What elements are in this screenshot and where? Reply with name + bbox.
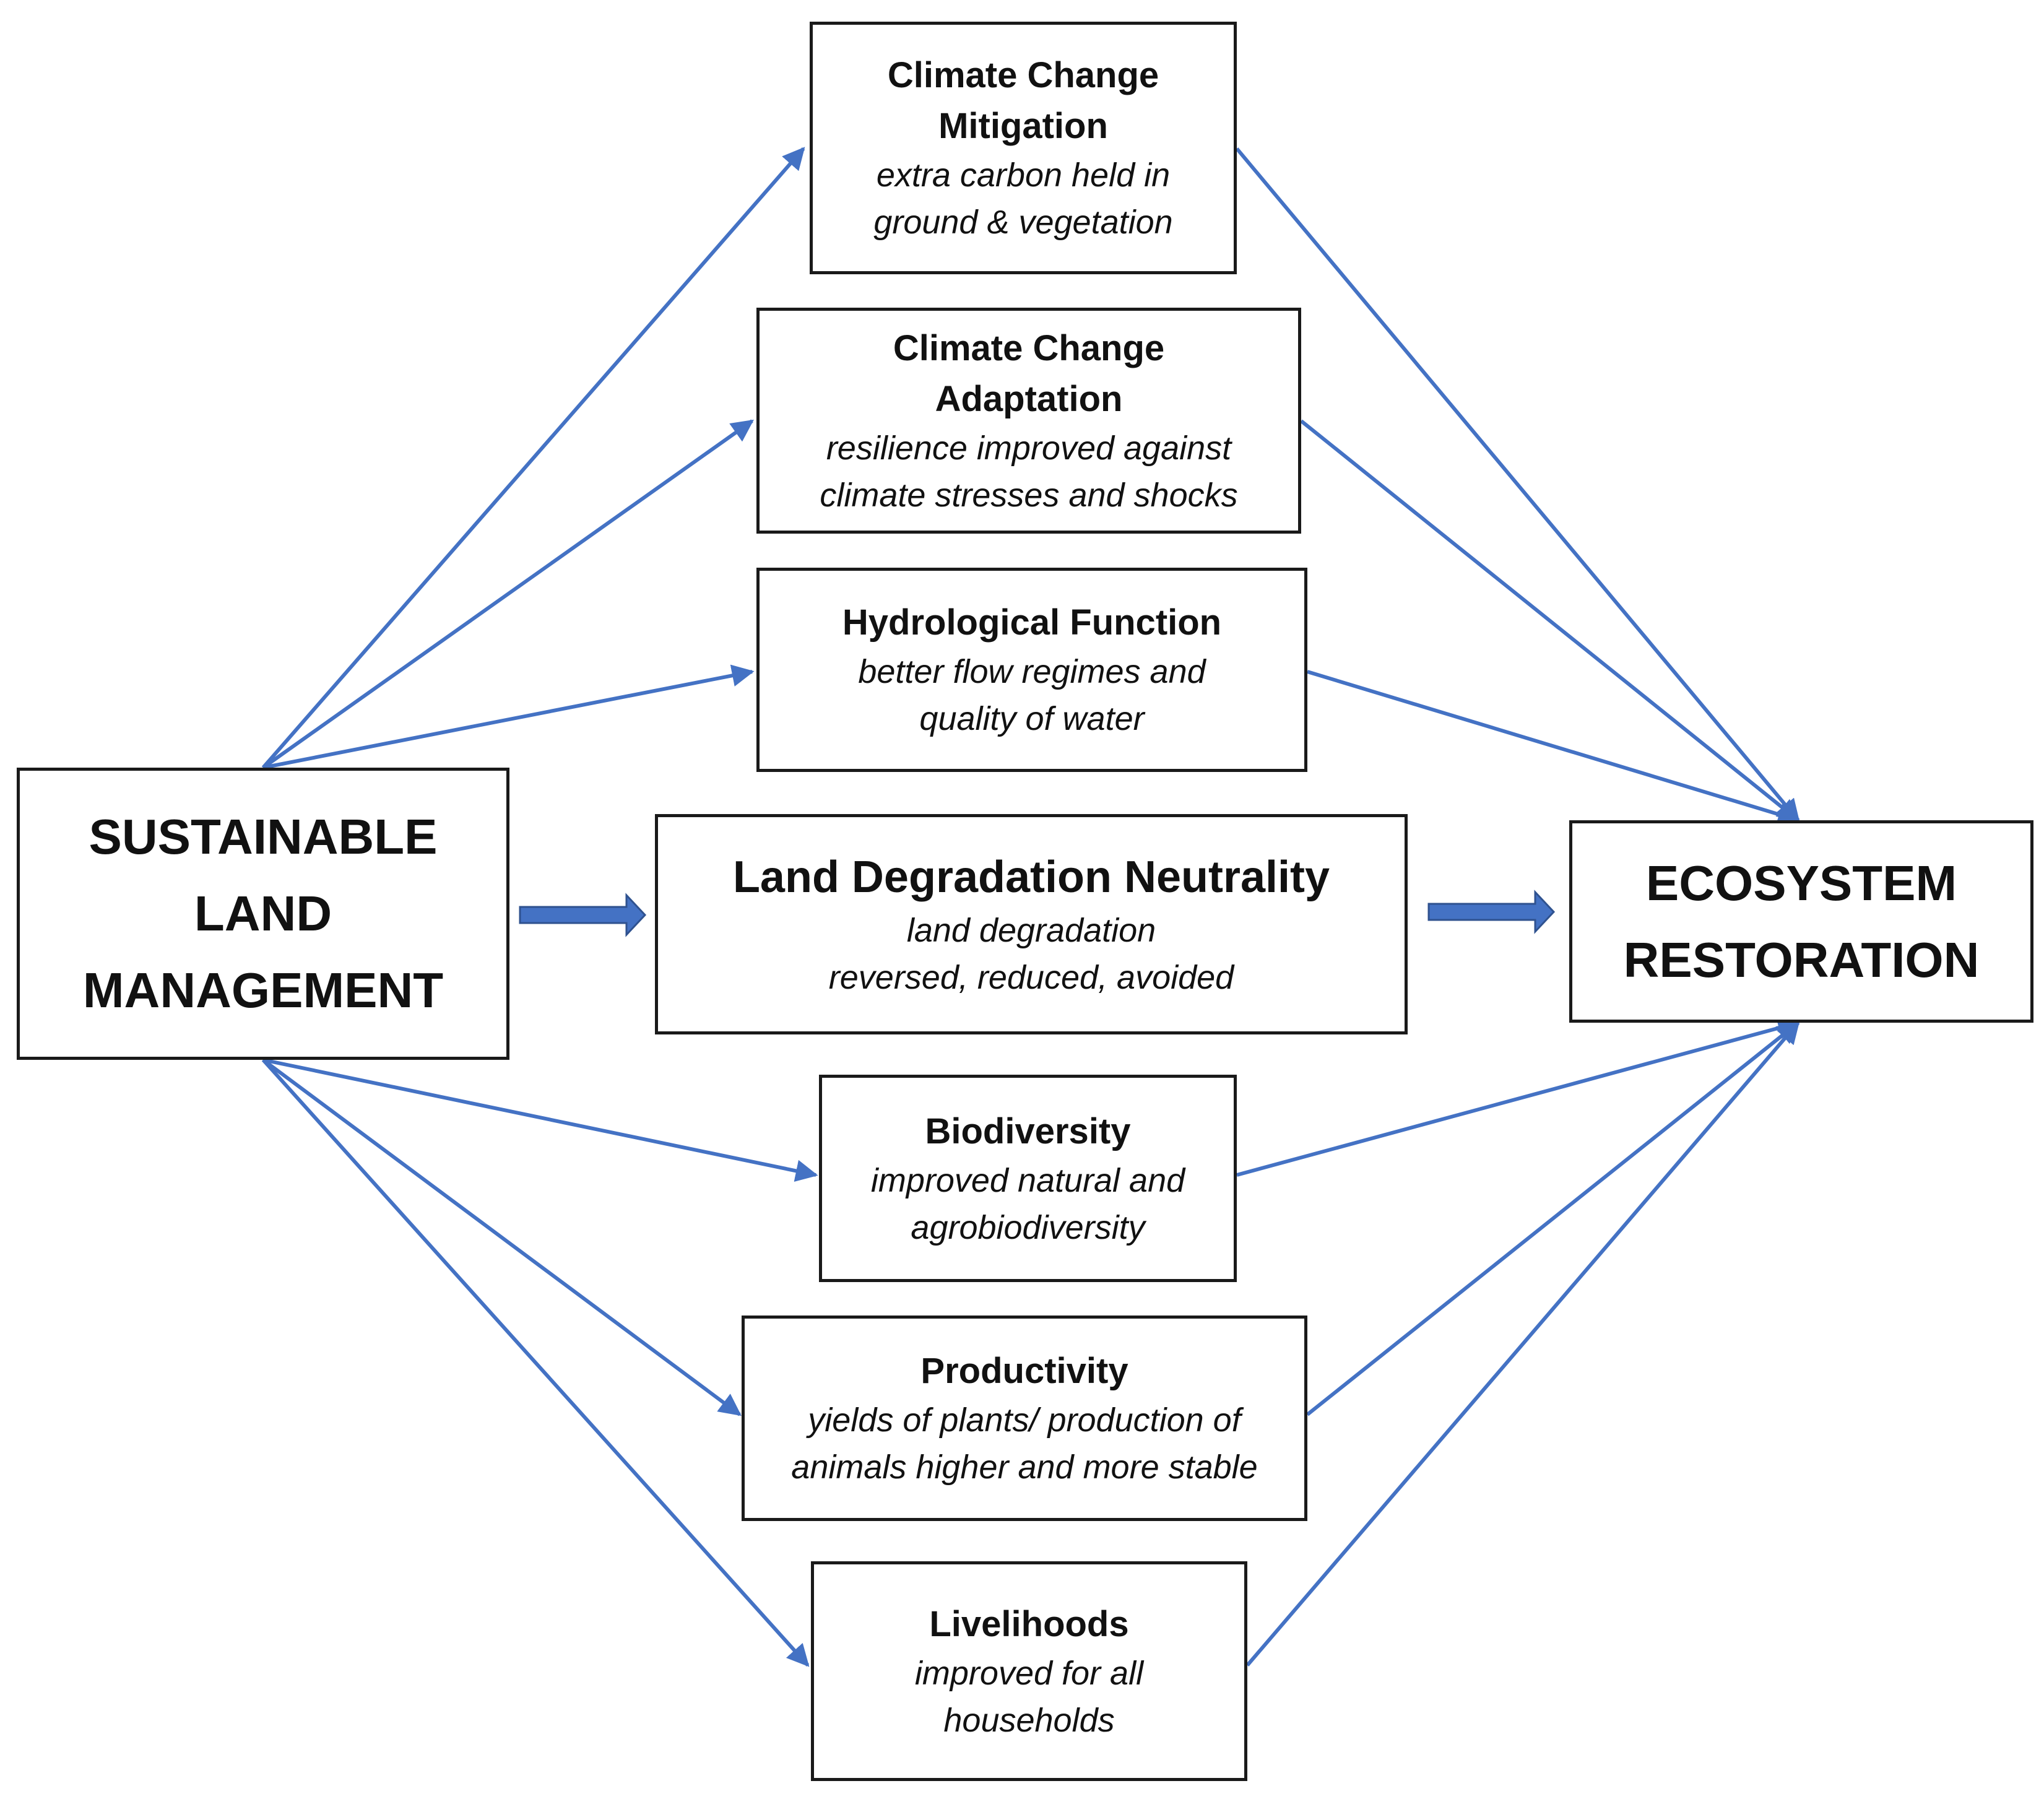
- productivity-box: Productivity yields of plants/ productio…: [742, 1316, 1307, 1521]
- productivity-title: Productivity: [920, 1351, 1128, 1391]
- arrow-slm-to-biodiversity: [262, 1058, 818, 1182]
- er-line2: RESTORATION: [1623, 932, 1980, 987]
- er-line1: ECOSYSTEM: [1645, 855, 1957, 911]
- biodiversity-title: Biodiversity: [925, 1111, 1131, 1151]
- ldn-desc-line1: land degradation: [906, 912, 1156, 949]
- arrow-slm-to-livelihoods: [261, 1058, 810, 1667]
- adaptation-box: Climate Change Adaptation resilience imp…: [756, 308, 1301, 534]
- slm-line2: LAND: [194, 886, 332, 941]
- ldn-box: Land Degradation Neutrality land degrada…: [655, 814, 1408, 1034]
- arrow-mitigation-to-er: [1235, 147, 1800, 822]
- arrow-slm-to-mitigation: [261, 147, 805, 769]
- mitigation-box: Climate Change Mitigation extra carbon h…: [810, 22, 1237, 274]
- hydrology-desc-line2: quality of water: [919, 700, 1145, 737]
- arrow-livelihoods-to-er: [1245, 1021, 1800, 1667]
- adaptation-title-line1: Climate Change: [893, 327, 1165, 368]
- arrow-adaptation-to-er: [1300, 419, 1800, 822]
- block-arrow-ldn-to-er: [1427, 890, 1556, 934]
- adaptation-desc-line1: resilience improved against: [826, 429, 1232, 467]
- block-arrow-slm-to-ldn: [519, 893, 647, 937]
- productivity-desc-line2: animals higher and more stable: [791, 1449, 1258, 1486]
- livelihoods-title: Livelihoods: [929, 1603, 1129, 1644]
- arrow-productivity-to-er: [1306, 1021, 1800, 1416]
- arrow-slm-to-productivity: [262, 1058, 742, 1416]
- biodiversity-desc-line2: agrobiodiversity: [911, 1208, 1145, 1246]
- livelihoods-box: Livelihoods improved for all households: [811, 1561, 1247, 1781]
- mitigation-desc-line1: extra carbon held in: [876, 157, 1171, 194]
- ldn-title: Land Degradation Neutrality: [732, 852, 1330, 902]
- mitigation-title-line2: Mitigation: [938, 106, 1108, 146]
- biodiversity-desc-line1: improved natural and: [870, 1161, 1185, 1199]
- hydrology-title: Hydrological Function: [842, 602, 1222, 643]
- adaptation-title-line2: Adaptation: [935, 378, 1123, 419]
- slm-line1: SUSTAINABLE: [89, 809, 438, 864]
- hydrology-desc-line1: better flow regimes and: [858, 653, 1206, 690]
- hydrology-box: Hydrological Function better flow regime…: [756, 568, 1307, 772]
- mitigation-title-line1: Climate Change: [887, 55, 1159, 95]
- arrow-slm-to-hydrology: [262, 664, 755, 769]
- slm-box: SUSTAINABLE LAND MANAGEMENT: [17, 768, 509, 1060]
- er-box: ECOSYSTEM RESTORATION: [1569, 820, 2033, 1023]
- livelihoods-desc-line2: households: [943, 1701, 1115, 1739]
- ldn-desc-line2: reversed, reduced, avoided: [828, 959, 1234, 996]
- arrow-hydrology-to-er: [1307, 670, 1801, 825]
- adaptation-desc-line2: climate stresses and shocks: [820, 476, 1238, 514]
- slm-line3: MANAGEMENT: [82, 963, 444, 1018]
- productivity-desc-line1: yields of plants/ production of: [808, 1402, 1241, 1439]
- arrow-slm-to-adaptation: [262, 419, 754, 769]
- biodiversity-box: Biodiversity improved natural and agrobi…: [819, 1075, 1237, 1282]
- mitigation-desc-line2: ground & vegetation: [873, 204, 1173, 241]
- arrow-biodiversity-to-er: [1236, 1017, 1801, 1177]
- livelihoods-desc-line1: improved for all: [914, 1654, 1144, 1692]
